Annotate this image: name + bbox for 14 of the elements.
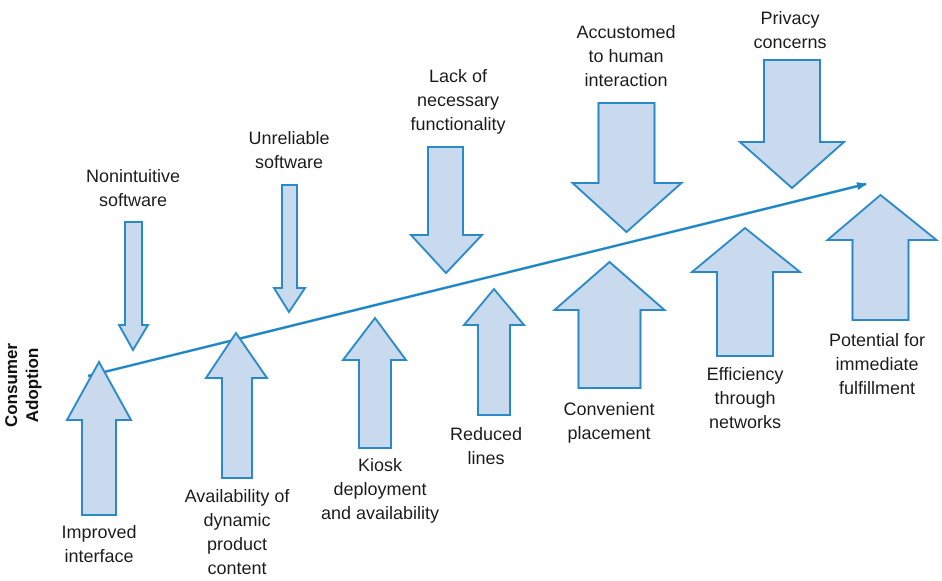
arrow-label: Improved interface	[60, 521, 138, 568]
arrow-label: Reduced lines	[448, 423, 524, 470]
arrow-label: Availability of dynamic product content	[184, 485, 290, 580]
arrow-label: Convenient placement	[562, 398, 656, 445]
arrow-label: Potential for immediate fulfillment	[828, 329, 926, 400]
arrow-label: Kiosk deployment and availability	[320, 454, 440, 525]
arrow-label: Lack of necessary functionality	[409, 65, 507, 136]
axis-label: Consumer Adoption	[1, 342, 43, 430]
arrow-label: Unreliable software	[247, 127, 331, 174]
arrow-label: Nonintuitive software	[84, 165, 182, 212]
arrow	[88, 182, 867, 378]
arrow-label: Accustomed to human interaction	[575, 21, 677, 92]
arrow-label: Efficiency through networks	[706, 363, 784, 434]
arrow-label: Privacy concerns	[752, 7, 828, 54]
